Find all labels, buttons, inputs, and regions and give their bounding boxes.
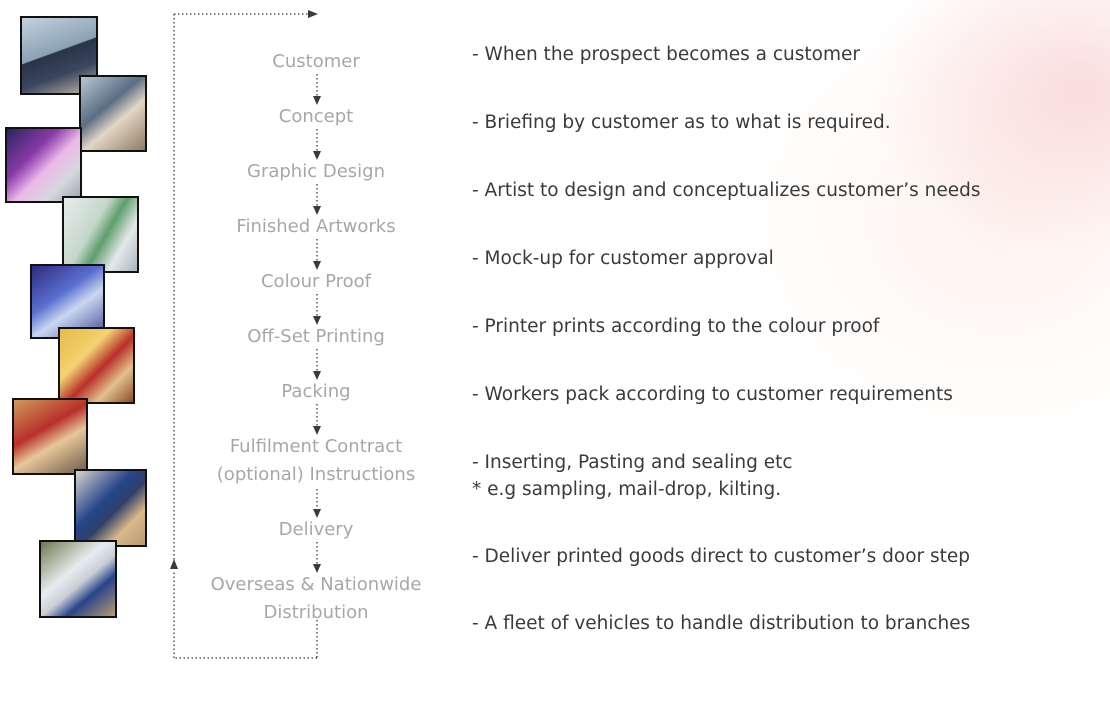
step-offset-printing: Off-Set Printing <box>247 326 385 347</box>
step-distribution: Overseas & Nationwide Distribution <box>196 571 436 627</box>
connector-arrowhead-1 <box>313 96 321 105</box>
connector-arrowhead-4 <box>313 261 321 270</box>
connector-arrowhead-9 <box>313 564 321 573</box>
step-fulfilment-line1: Fulfilment Contract <box>229 436 403 457</box>
step-fulfilment-line2: (optional) Instructions <box>216 464 416 485</box>
step-delivery: Delivery <box>278 519 354 540</box>
step-packing: Packing <box>281 381 351 402</box>
step-graphic-design: Graphic Design <box>247 161 385 182</box>
delivery-van-photo <box>39 540 117 618</box>
description-packing: - Inserting, Pasting and sealing etc <box>472 452 793 473</box>
step-distribution-line2: Distribution <box>263 602 369 623</box>
meeting-photo <box>79 75 147 152</box>
connector-arrowhead-2 <box>313 151 321 160</box>
description-finished-artworks: - Mock-up for customer approval <box>472 248 774 269</box>
connector-arrowhead-6 <box>313 371 321 380</box>
connector-arrowhead-7 <box>313 426 321 435</box>
step-colour-proof: Colour Proof <box>260 271 372 292</box>
artwork-proof-photo <box>62 196 139 273</box>
description-packing-note: * e.g sampling, mail-drop, kilting. <box>472 479 782 500</box>
step-finished-artworks: Finished Artworks <box>236 216 396 237</box>
computer-design-photo <box>5 127 82 203</box>
step-distribution-line1: Overseas & Nationwide <box>210 574 422 595</box>
packing-workers-photo <box>58 327 135 404</box>
description-concept: - Briefing by customer as to what is req… <box>472 112 891 133</box>
step-fulfilment-contract: Fulfilment Contract (optional) Instructi… <box>196 433 436 489</box>
loop-up-arrowhead <box>170 559 178 569</box>
fulfilment-workers-photo <box>12 398 88 475</box>
connector-arrowhead-8 <box>313 509 321 518</box>
description-delivery: - Deliver printed goods direct to custom… <box>472 546 971 567</box>
connector-arrowhead-5 <box>313 316 321 325</box>
loop-back-path <box>173 13 318 659</box>
step-concept: Concept <box>278 106 354 127</box>
description-customer: - When the prospect becomes a customer <box>472 44 861 65</box>
step-arrows <box>313 74 321 573</box>
description-offset-printing: - Workers pack according to customer req… <box>472 384 953 405</box>
loop-top-arrowhead <box>308 10 318 18</box>
description-distribution: - A fleet of vehicles to handle distribu… <box>472 613 971 634</box>
connector-arrowhead-3 <box>313 206 321 215</box>
description-graphic-design: - Artist to design and conceptualizes cu… <box>472 180 981 201</box>
description-colour-proof: - Printer prints according to the colour… <box>472 316 880 337</box>
step-customer: Customer <box>272 51 360 72</box>
